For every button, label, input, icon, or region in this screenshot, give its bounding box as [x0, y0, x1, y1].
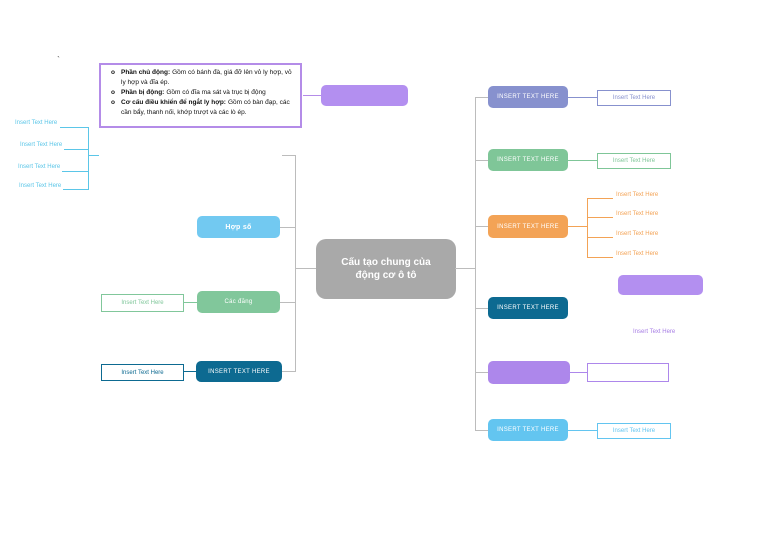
central-topic-line2: động cơ ô tô [355, 270, 417, 281]
bullet-icon: o [111, 69, 115, 76]
note-text: Phần bị động:Gồm có đĩa ma sát và trục b… [121, 89, 266, 96]
mindmap-node-hop-so[interactable]: Hợp số [197, 216, 280, 238]
mindmap-node-right-orange[interactable]: INSERT TEXT HERE [488, 215, 568, 238]
connector-line [182, 371, 196, 372]
connector-line [88, 127, 89, 190]
connector-line [280, 302, 295, 303]
connector-line [60, 127, 88, 128]
subtopic-label[interactable]: Insert Text Here [616, 192, 659, 198]
connector-line [587, 198, 588, 258]
placeholder-box[interactable]: Insert Text Here [597, 90, 671, 106]
note-box[interactable]: o Phần chủ động:Gồm có bánh đà, giá đỡ l… [99, 63, 302, 128]
connector-line [295, 155, 296, 372]
subtopic-label[interactable]: Insert Text Here [15, 120, 58, 126]
connector-line [475, 226, 488, 227]
bullet-icon: o [111, 89, 115, 96]
subtopic-label[interactable]: Insert Text Here [19, 183, 62, 189]
connector-line [475, 97, 488, 98]
connector-line [62, 171, 88, 172]
central-topic-node[interactable]: Cấu tạo chung của động cơ ô tô [316, 239, 456, 299]
placeholder-box[interactable]: Insert Text Here [101, 294, 184, 312]
subtopic-label[interactable]: Insert Text Here [616, 251, 659, 257]
note-text: Phần chủ động:Gồm có bánh đà, giá đỡ lên… [121, 69, 292, 86]
mindmap-node-right-teal[interactable]: INSERT TEXT HERE [488, 297, 568, 319]
connector-line [568, 430, 597, 431]
connector-line [455, 268, 475, 269]
connector-line [303, 95, 321, 96]
connector-line [568, 160, 597, 161]
connector-line [570, 372, 587, 373]
central-topic-line1: Cấu tạo chung của [341, 257, 431, 268]
connector-line [587, 217, 613, 218]
connector-line [64, 149, 88, 150]
connector-line [88, 155, 99, 156]
placeholder-box[interactable] [587, 363, 669, 382]
bullet-icon: o [111, 99, 115, 106]
connector-line [475, 97, 476, 430]
stray-mark: ` [57, 55, 60, 65]
placeholder-box[interactable]: Insert Text Here [101, 364, 184, 381]
placeholder-box[interactable]: Insert Text Here [597, 423, 671, 439]
connector-line [568, 226, 587, 227]
mindmap-node-right-green[interactable]: INSERT TEXT HERE [488, 149, 568, 171]
connector-line [295, 268, 316, 269]
note-item: o Cơ cấu điều khiển để ngắt ly hợp:Gồm c… [105, 98, 296, 118]
subtopic-label[interactable]: Insert Text Here [20, 142, 63, 148]
connector-line [475, 308, 488, 309]
connector-line [280, 227, 295, 228]
connector-line [587, 257, 613, 258]
mindmap-node-right-purple[interactable] [488, 361, 570, 384]
connector-line [475, 160, 488, 161]
mindmap-node-right-sky[interactable]: INSERT TEXT HERE [488, 419, 568, 441]
subtopic-label[interactable]: Insert Text Here [616, 231, 659, 237]
note-item: o Phần bị động:Gồm có đĩa ma sát và trục… [105, 88, 296, 98]
mindmap-node-right-periwinkle[interactable]: INSERT TEXT HERE [488, 86, 568, 108]
floating-purple-node[interactable] [618, 275, 703, 295]
placeholder-box[interactable]: Insert Text Here [597, 153, 671, 169]
note-item: o Phần chủ động:Gồm có bánh đà, giá đỡ l… [105, 68, 296, 88]
connector-line [182, 302, 197, 303]
connector-line [587, 198, 613, 199]
connector-line [475, 372, 488, 373]
mindmap-node-cac-dang[interactable]: Các đăng [197, 291, 280, 313]
floating-purple-label[interactable]: Insert Text Here [633, 329, 676, 335]
connector-line [475, 430, 488, 431]
connector-line [63, 189, 88, 190]
subtopic-label[interactable]: Insert Text Here [18, 164, 61, 170]
connector-line [282, 371, 295, 372]
connector-line [568, 97, 597, 98]
connector-line [587, 237, 613, 238]
connector-line [282, 155, 295, 156]
subtopic-label[interactable]: Insert Text Here [616, 211, 659, 217]
mindmap-node-top-purple[interactable] [321, 85, 408, 106]
mindmap-node-left-teal[interactable]: INSERT TEXT HERE [196, 361, 282, 382]
note-text: Cơ cấu điều khiển để ngắt ly hợp:Gồm có … [121, 99, 290, 116]
